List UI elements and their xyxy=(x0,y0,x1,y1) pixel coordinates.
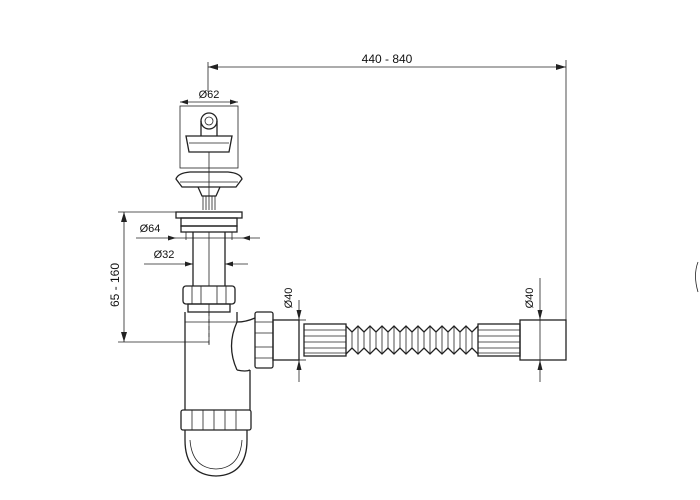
edge-mark xyxy=(695,261,699,293)
trap-bottle-body xyxy=(184,312,256,410)
height-range-dimension: 65 - 160 xyxy=(108,211,209,343)
outlet-union-nut xyxy=(254,311,300,369)
bottle-cap xyxy=(180,409,252,477)
flange-diameter-dimension: Ø64 xyxy=(136,223,260,241)
overall-length-dimension: 440 - 840 xyxy=(207,52,567,342)
strainer-grate xyxy=(175,166,243,210)
sink-flange xyxy=(175,211,243,240)
outlet-right-diameter-dimension: Ø40 xyxy=(524,278,543,382)
overall-length-label: 440 - 840 xyxy=(362,52,413,66)
plug-stopper: Ø62 xyxy=(179,89,239,169)
upper-union-nut xyxy=(182,285,236,313)
flange-diameter-label: Ø64 xyxy=(140,223,161,235)
corrugated-hose xyxy=(303,319,567,361)
outlet-right-diameter-label: Ø40 xyxy=(524,288,536,309)
height-range-label: 65 - 160 xyxy=(108,263,122,307)
tailpiece-diameter-dimension: Ø32 xyxy=(144,249,248,267)
outlet-left-diameter-label: Ø40 xyxy=(283,288,295,309)
tailpiece-diameter-label: Ø32 xyxy=(154,249,175,261)
outlet-left-diameter-dimension: Ø40 xyxy=(283,288,306,382)
plug-diameter-label: Ø62 xyxy=(199,89,220,101)
